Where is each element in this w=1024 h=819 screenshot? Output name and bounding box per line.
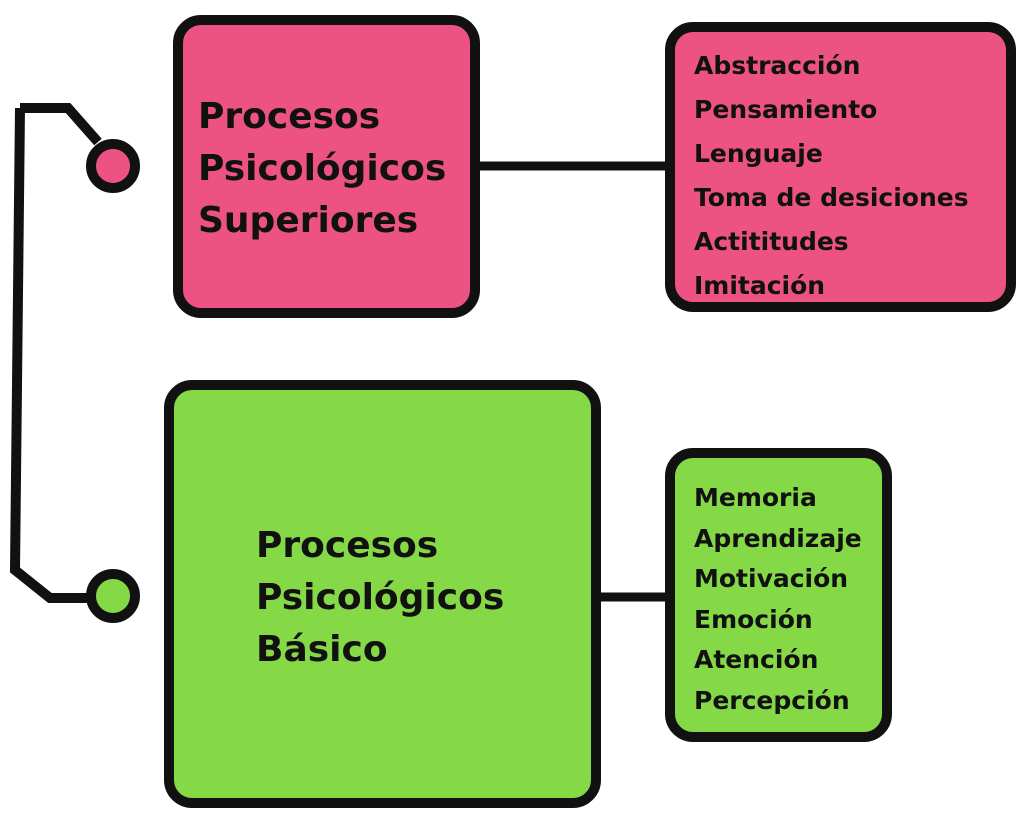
list-item: Memoria (694, 483, 817, 512)
bracket-connector (20, 103, 102, 146)
list-item: Motivación (694, 564, 849, 593)
superiores-item-list: Abstracción Pensamiento Lenguaje Toma de… (694, 44, 969, 308)
superiores-detail-box: Abstracción Pensamiento Lenguaje Toma de… (665, 22, 1016, 312)
list-item: Toma de desiciones (694, 183, 969, 212)
list-item: Imitación (694, 271, 826, 300)
list-item: Abstracción (694, 51, 861, 80)
basico-title-line: Básico (256, 629, 388, 670)
basico-main-box: Procesos Psicológicos Básico (164, 380, 601, 808)
list-item: Lenguaje (694, 139, 823, 168)
list-item: Aprendizaje (694, 523, 862, 553)
basico-detail-box: Memoria Aprendizaje Motivación Emoción A… (665, 448, 892, 742)
superiores-main-box: Procesos Psicológicos Superiores (173, 15, 480, 318)
superiores-title-line: Procesos (198, 96, 381, 137)
superiores-title: Procesos Psicológicos Superiores (198, 91, 446, 247)
basico-title: Procesos Psicológicos Básico (256, 520, 504, 676)
list-item: Actititudes (694, 227, 849, 256)
superiores-title-line: Superiores (198, 200, 419, 241)
basico-title-line: Psicológicos (256, 577, 505, 618)
superiores-title-line: Psicológicos (198, 148, 447, 189)
list-item: Percepción (694, 685, 850, 715)
basico-item-list: Memoria Aprendizaje Motivación Emoción A… (694, 478, 862, 721)
list-item: Pensamiento (694, 95, 878, 124)
basic-node-dot (86, 569, 140, 623)
list-item: Emoción (694, 604, 813, 634)
list-item: Atención (694, 645, 819, 674)
upper-node-dot (86, 139, 140, 193)
bracket-connector-lower (9, 107, 92, 603)
basico-title-line: Procesos (256, 525, 439, 566)
